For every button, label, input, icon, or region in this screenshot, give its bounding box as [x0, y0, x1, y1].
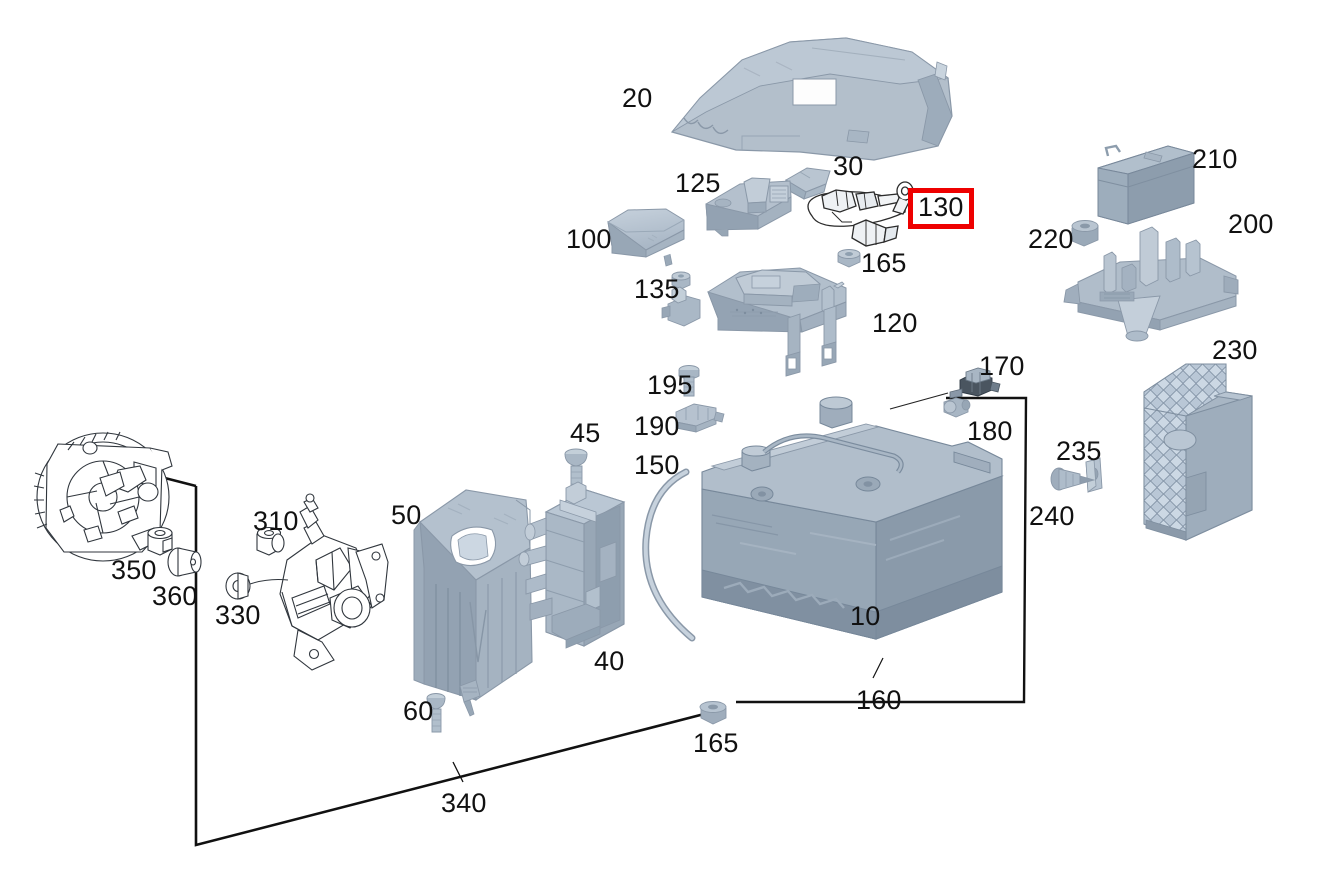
part-310-nut-starter	[256, 526, 285, 556]
label-135[interactable]: 135	[634, 274, 680, 304]
label-40[interactable]: 40	[594, 646, 625, 676]
label-330[interactable]: 330	[215, 600, 261, 630]
part-350-nut-alternator	[147, 526, 173, 556]
leader-340	[452, 761, 464, 783]
part-180-plug-cap	[943, 397, 971, 418]
label-165-lower[interactable]: 165	[693, 728, 739, 758]
part-40-fuse-block	[518, 481, 626, 649]
leader-170	[889, 392, 949, 410]
label-20[interactable]: 20	[622, 83, 653, 113]
part-240-clip-rivet	[1050, 467, 1096, 491]
label-30[interactable]: 30	[833, 151, 864, 181]
leader-160	[872, 657, 884, 679]
label-195[interactable]: 195	[647, 370, 693, 400]
label-165-upper[interactable]: 165	[861, 248, 907, 278]
part-190-clip	[675, 403, 725, 433]
label-190[interactable]: 190	[634, 411, 680, 441]
leader-310-330	[249, 579, 289, 585]
label-210[interactable]: 210	[1192, 144, 1238, 174]
label-120[interactable]: 120	[872, 308, 918, 338]
label-180[interactable]: 180	[967, 416, 1013, 446]
label-310[interactable]: 310	[253, 506, 299, 536]
label-170[interactable]: 170	[979, 351, 1025, 381]
part-220-rubber-grommet	[1071, 220, 1099, 247]
label-230[interactable]: 230	[1212, 335, 1258, 365]
label-100[interactable]: 100	[566, 224, 612, 254]
part-170-sensor-module	[949, 367, 1001, 399]
label-360[interactable]: 360	[152, 581, 198, 611]
label-235[interactable]: 235	[1056, 436, 1102, 466]
part-165-nut-lower	[699, 701, 727, 725]
part-starter-motor	[279, 493, 389, 671]
bracket-160	[736, 396, 1028, 704]
label-350[interactable]: 350	[111, 555, 157, 585]
part-125-fuse-box-housing	[705, 177, 792, 237]
part-135-nut-small	[671, 271, 691, 290]
part-330-washer-starter	[225, 572, 251, 600]
part-200-battery-tray-bracket	[1063, 226, 1239, 342]
label-50[interactable]: 50	[391, 500, 422, 530]
label-340[interactable]: 340	[441, 788, 487, 818]
part-50-battery-cover-shroud	[413, 489, 533, 717]
part-230-insulation-block	[1143, 363, 1253, 541]
part-165-nut-upper	[837, 249, 861, 268]
label-45[interactable]: 45	[570, 418, 601, 448]
part-20-engine-cover	[670, 37, 953, 161]
label-150[interactable]: 150	[634, 450, 680, 480]
label-125[interactable]: 125	[675, 168, 721, 198]
label-200[interactable]: 200	[1228, 209, 1274, 239]
part-130-battery-cable-harness	[807, 181, 914, 247]
part-30-cover-plate	[783, 167, 831, 200]
part-150-vent-hose	[642, 468, 696, 642]
part-195-bolt	[678, 365, 700, 397]
part-210-auxiliary-battery	[1097, 144, 1196, 225]
part-120-control-unit-bracket	[661, 267, 847, 377]
label-10[interactable]: 10	[850, 601, 881, 631]
part-10-main-battery	[701, 396, 1004, 640]
part-alternator	[33, 431, 173, 562]
label-130-highlighted[interactable]: 130	[908, 188, 974, 229]
part-60-bolt	[426, 693, 446, 733]
label-160[interactable]: 160	[856, 685, 902, 715]
part-235-retaining-washer	[1085, 457, 1103, 493]
part-360-cap-alternator	[167, 547, 202, 577]
label-220[interactable]: 220	[1028, 224, 1074, 254]
part-100-cover-lid	[607, 208, 685, 267]
label-60[interactable]: 60	[403, 696, 434, 726]
label-240[interactable]: 240	[1029, 501, 1075, 531]
